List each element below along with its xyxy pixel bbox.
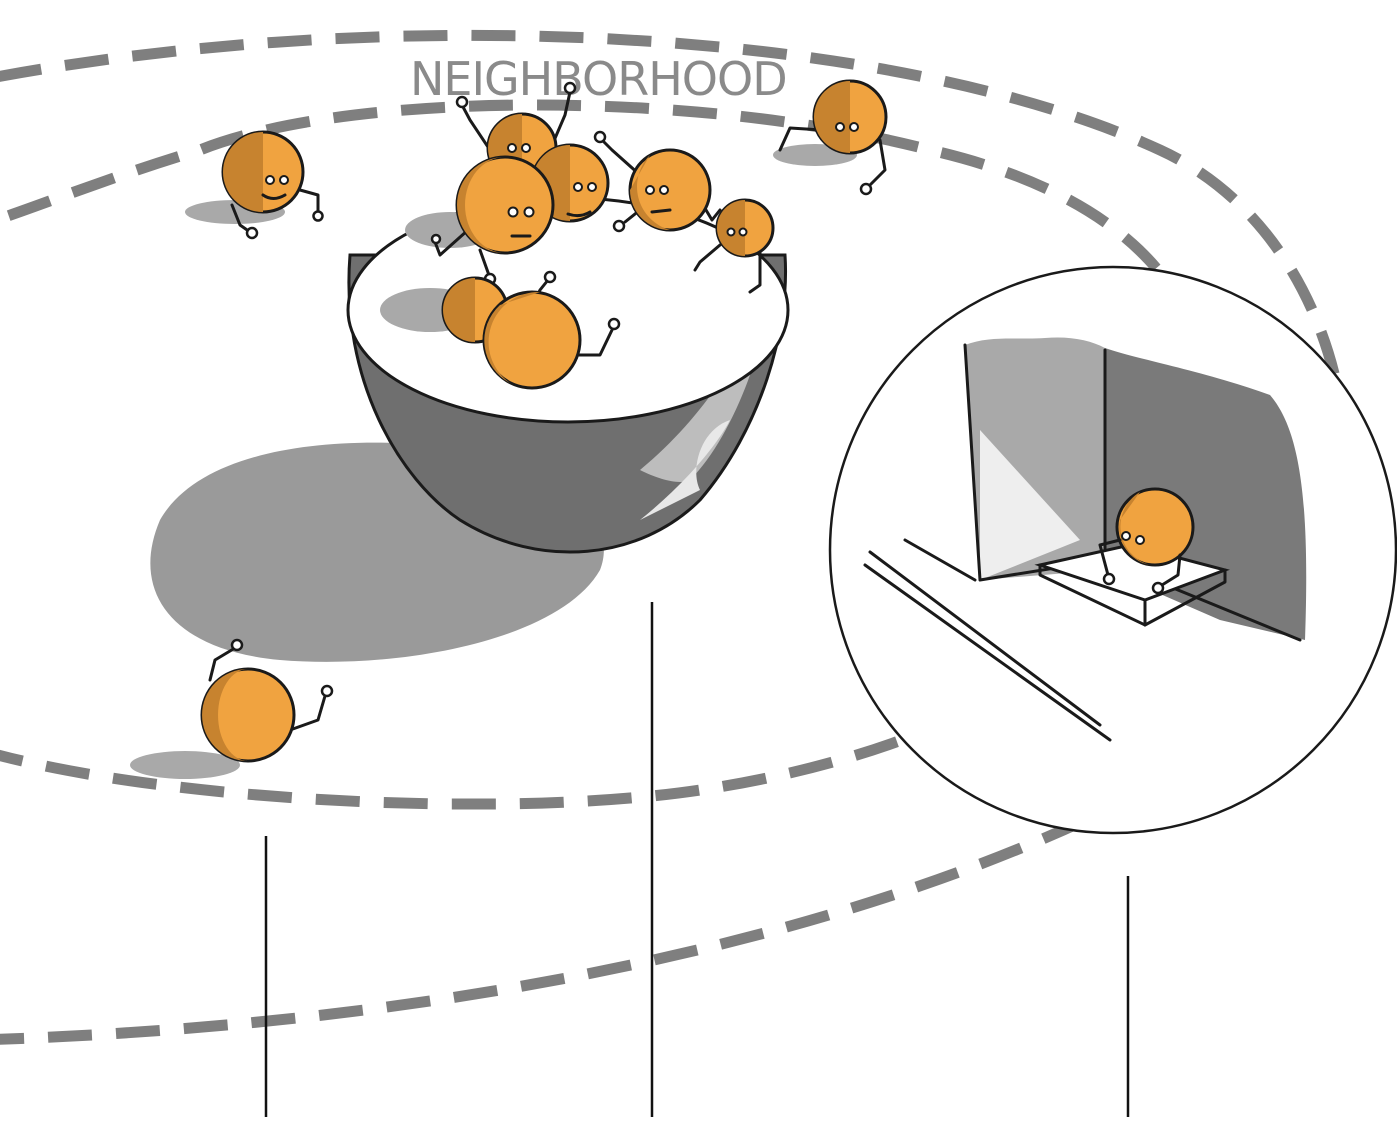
house-doorstep-vignette-icon <box>830 267 1396 833</box>
orange-figure-icon <box>773 81 886 194</box>
